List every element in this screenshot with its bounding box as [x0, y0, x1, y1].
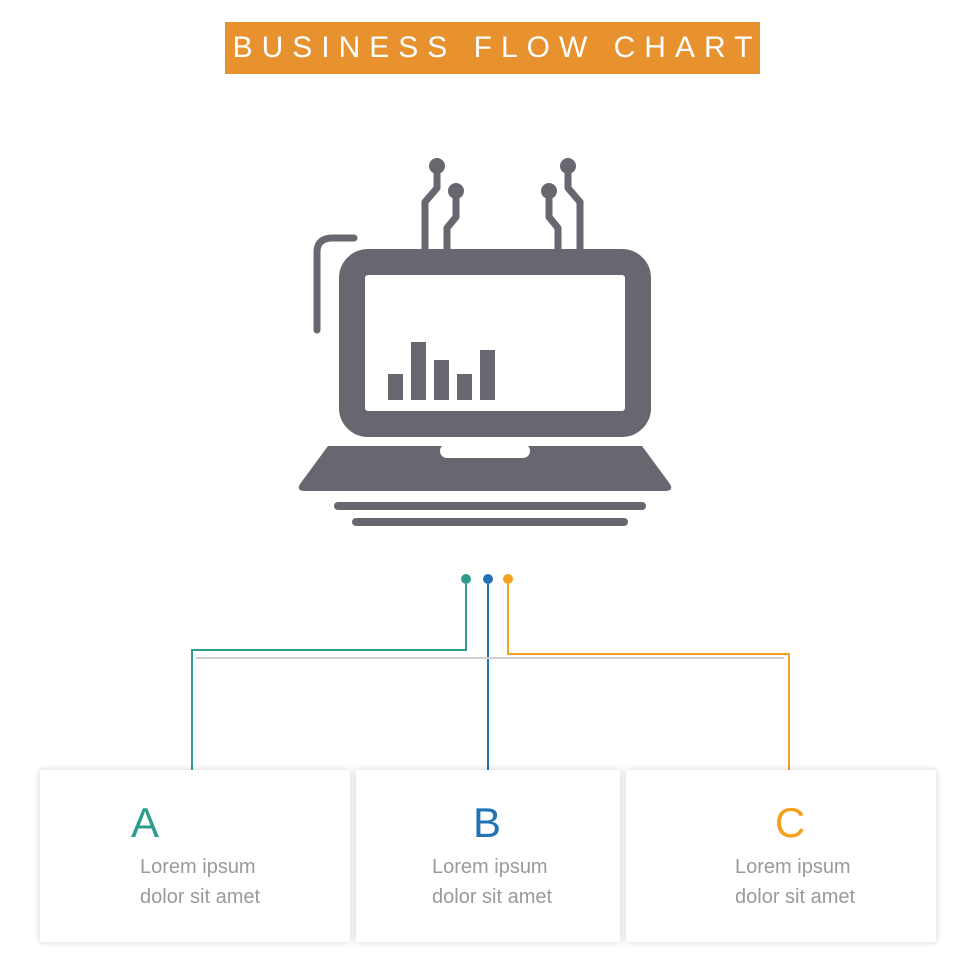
laptop-base: [298, 446, 672, 491]
title-banner: BUSINESS FLOW CHART: [225, 22, 760, 74]
step-text-a-line2: dolor sit amet: [140, 886, 261, 908]
step-card-b: B Lorem ipsum dolor sit amet: [356, 770, 620, 942]
wire-right-outer: [564, 170, 584, 274]
wire-left-outer: [421, 170, 441, 274]
step-letter-b: B: [472, 799, 501, 846]
step-card-a: A Lorem ipsum dolor sit amet: [40, 770, 350, 942]
step-text-a-line1: Lorem ipsum: [140, 856, 256, 878]
step-card-c: C Lorem ipsum dolor sit amet: [626, 770, 936, 942]
branch-b-dot: [483, 574, 493, 584]
ground-lines: [334, 502, 646, 526]
banner-title: BUSINESS FLOW CHART: [232, 31, 762, 64]
branch-a-dot: [461, 574, 471, 584]
branch-b-connector-v: [487, 584, 489, 810]
branch-c-connector-h: [507, 653, 790, 655]
laptop-base-notch: [440, 444, 530, 458]
laptop-analytics-icon: [290, 140, 690, 540]
branch-a-connector-h: [191, 649, 467, 651]
wire-node-dot: [429, 158, 445, 174]
step-letter-a: A: [130, 799, 159, 846]
step-text-b: Lorem ipsum dolor sit amet: [432, 852, 552, 912]
step-text-b-line2: dolor sit amet: [432, 886, 553, 908]
screen-echo-outline: [313, 234, 358, 334]
branch-a-connector-v1: [465, 584, 467, 649]
branch-c-dot: [503, 574, 513, 584]
step-text-c-line2: dolor sit amet: [735, 886, 856, 908]
wire-node-dot: [560, 158, 576, 174]
connector-shadow-line: [196, 657, 784, 659]
branch-a-connector-v2: [191, 649, 193, 812]
step-text-b-line1: Lorem ipsum: [432, 856, 548, 878]
wire-node-dot: [541, 183, 557, 199]
branch-c-connector-v2: [788, 653, 790, 810]
branch-c-connector-v1: [507, 584, 509, 655]
step-letter-c: C: [774, 799, 806, 846]
step-text-c: Lorem ipsum dolor sit amet: [735, 852, 855, 912]
step-text-c-line1: Lorem ipsum: [735, 856, 851, 878]
screen-bar-chart: [388, 342, 495, 400]
wire-node-dot: [448, 183, 464, 199]
laptop-analytics-svg: [298, 158, 672, 526]
step-text-a: Lorem ipsum dolor sit amet: [140, 852, 260, 912]
